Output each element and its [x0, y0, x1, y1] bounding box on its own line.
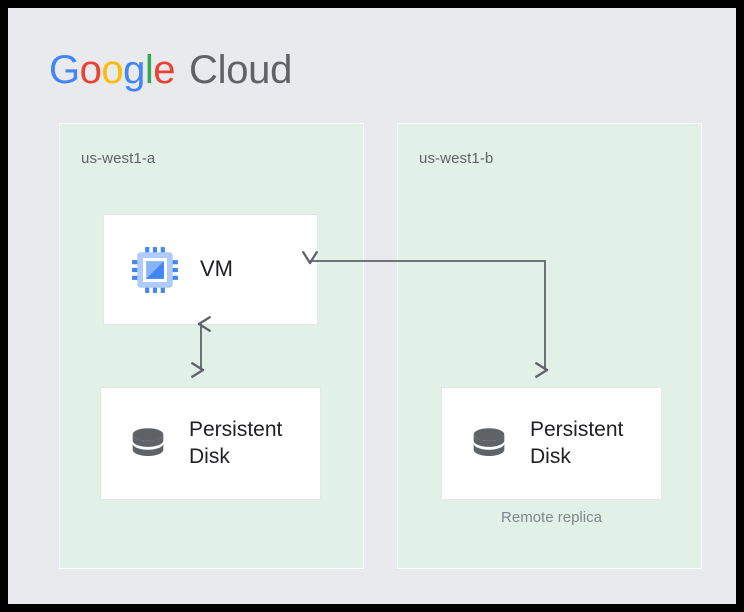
logo-letter-l-green: l	[144, 48, 154, 92]
persistent-disk-b-content: Persistent Disk	[466, 417, 623, 471]
logo-letter-e-red: e	[153, 48, 176, 92]
zone-us-west1-b: us-west1-b Persistent Disk	[397, 123, 702, 569]
persistent-disk-a-label: Persistent Disk	[189, 417, 283, 468]
persistent-disk-b-label: Persistent Disk	[530, 417, 624, 468]
logo-letter-o-yellow: o	[101, 48, 124, 92]
vm-label: VM	[200, 256, 233, 282]
google-cloud-logo: Google Cloud	[49, 46, 292, 94]
zone-b-label: us-west1-b	[419, 150, 494, 167]
database-disk-icon	[125, 421, 171, 467]
persistent-disk-a-content: Persistent Disk	[125, 417, 282, 471]
cpu-chip-icon	[130, 245, 180, 295]
zone-a-label: us-west1-a	[81, 150, 156, 167]
google-wordmark: Google	[49, 48, 176, 92]
logo-letter-o-red: o	[79, 48, 102, 92]
remote-replica-caption: Remote replica	[501, 509, 602, 526]
diagram-canvas: Google Cloud us-west1-a	[8, 8, 736, 604]
logo-letter-g-blue-2: g	[123, 48, 145, 92]
vm-card[interactable]: VM	[103, 214, 318, 325]
logo-letter-g-blue: G	[49, 48, 80, 92]
persistent-disk-b-card[interactable]: Persistent Disk	[441, 387, 662, 500]
vm-card-content: VM	[130, 245, 233, 295]
cloud-wordmark: Cloud	[189, 48, 293, 92]
persistent-disk-a-card[interactable]: Persistent Disk	[100, 387, 321, 500]
database-disk-icon	[466, 421, 512, 467]
zone-us-west1-a: us-west1-a	[59, 123, 364, 569]
